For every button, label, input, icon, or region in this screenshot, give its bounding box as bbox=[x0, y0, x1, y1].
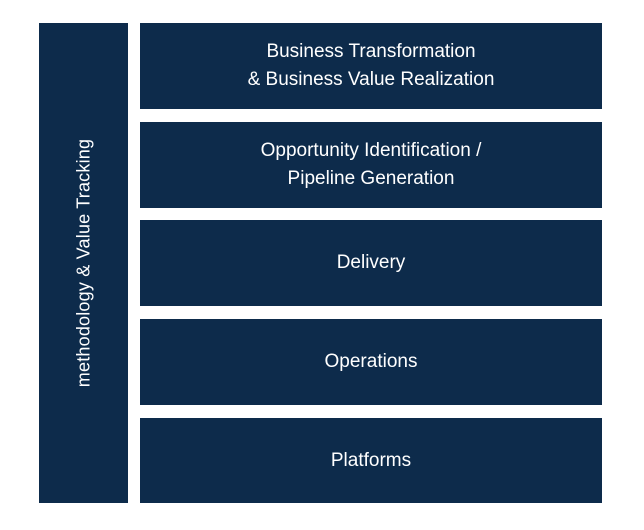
layer-business-transformation: Business Transformation & Business Value… bbox=[140, 23, 602, 109]
layer-delivery: Delivery bbox=[140, 220, 602, 306]
layer-label: Platforms bbox=[330, 449, 412, 471]
layer-opportunity-identification: Opportunity Identification / Pipeline Ge… bbox=[140, 122, 602, 208]
layer-label: Business Transformation & Business Value… bbox=[247, 41, 495, 90]
side-column-label: methodology & Value Tracking bbox=[73, 138, 93, 388]
side-column-bar: methodology & Value Tracking bbox=[39, 23, 128, 503]
layer-operations: Operations bbox=[140, 319, 602, 405]
layer-platforms: Platforms bbox=[140, 418, 602, 503]
layer-label: Operations bbox=[324, 351, 418, 372]
layer-label: Opportunity Identification / Pipeline Ge… bbox=[260, 140, 482, 189]
layer-label: Delivery bbox=[336, 252, 406, 273]
